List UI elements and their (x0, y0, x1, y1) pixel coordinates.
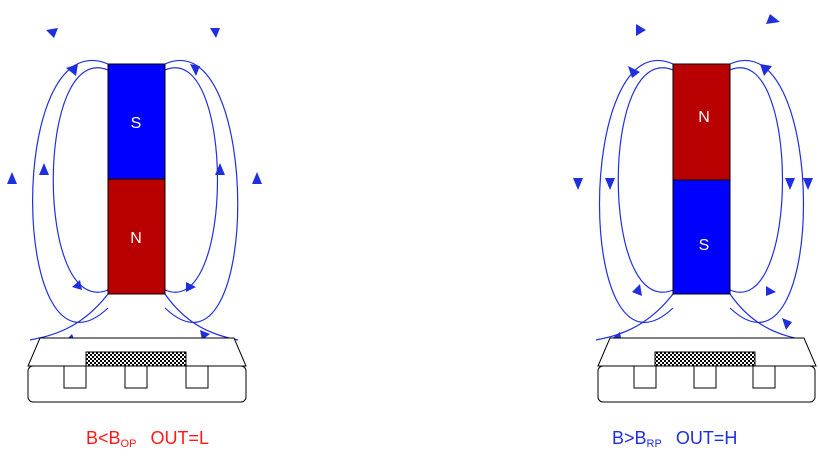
right-field-line-bottom-left-loop (595, 293, 674, 341)
arrow-icon (39, 163, 49, 175)
left-sensor-pin (124, 365, 148, 389)
right-hall-sensor (597, 337, 817, 403)
arrow-icon (803, 178, 813, 190)
left-magnet-bottom-pole (107, 178, 166, 295)
right-caption-b: B>B (612, 428, 647, 448)
left-sensor-pin (63, 365, 87, 389)
arrow-icon (766, 14, 780, 24)
arrow-icon (7, 172, 17, 184)
arrow-icon (186, 282, 196, 292)
left-field-line-inner-left (52, 67, 109, 293)
arrow-icon (636, 24, 646, 36)
right-sensor-pin (693, 365, 717, 389)
right-magnet-bottom-label: S (699, 237, 710, 254)
arrow-icon (628, 66, 640, 78)
arrow-icon (766, 286, 776, 296)
right-magnet-bottom-pole (672, 179, 731, 295)
arrow-icon (573, 178, 583, 190)
arrow-icon (760, 64, 772, 76)
right-magnet-top-pole (672, 63, 731, 181)
left-sensor-pin (185, 365, 209, 389)
left-magnet-bottom-label: N (130, 230, 142, 247)
right-caption-out: OUT=H (675, 428, 738, 448)
left-sensor-chip (85, 351, 187, 367)
right-sensor-pin (752, 365, 776, 389)
left-caption: B<BOP OUT=L (86, 428, 209, 450)
right-magnet-top-label: N (698, 109, 710, 126)
right-caption: B>BRP OUT=H (612, 428, 737, 450)
left-field-arrows (7, 28, 262, 344)
left-magnet-top-label: S (131, 115, 142, 132)
arrow-icon (66, 64, 78, 76)
arrow-icon (215, 163, 225, 175)
right-sensor-pin (633, 365, 657, 389)
left-caption-subscript: OP (120, 438, 137, 450)
arrow-icon (252, 172, 262, 184)
arrow-icon (46, 28, 58, 38)
left-setup: S N (7, 28, 262, 403)
left-magnet-top-pole (107, 63, 166, 180)
arrow-icon (782, 318, 792, 330)
left-caption-out: OUT=L (150, 428, 209, 448)
right-field-line-inner-left (617, 67, 674, 293)
arrow-icon (190, 64, 200, 76)
arrow-icon (72, 280, 82, 290)
right-field-line-inner-right (729, 67, 783, 293)
right-field-line-outer-left (599, 60, 674, 323)
arrow-icon (632, 284, 642, 296)
right-field-line-outer-right (729, 60, 804, 323)
left-field-line-bottom-left-loop (29, 293, 109, 341)
arrow-icon (210, 28, 220, 38)
left-hall-sensor (27, 337, 247, 403)
right-sensor-chip (654, 351, 756, 367)
left-caption-b: B<B (86, 428, 121, 448)
right-caption-subscript: RP (646, 438, 662, 450)
left-field-line-outer-right (164, 60, 239, 323)
arrow-icon (785, 178, 795, 190)
arrow-icon (605, 178, 615, 190)
right-setup: N S (573, 14, 817, 403)
left-field-line-outer-left (32, 60, 109, 323)
left-field-line-inner-right (164, 67, 218, 293)
